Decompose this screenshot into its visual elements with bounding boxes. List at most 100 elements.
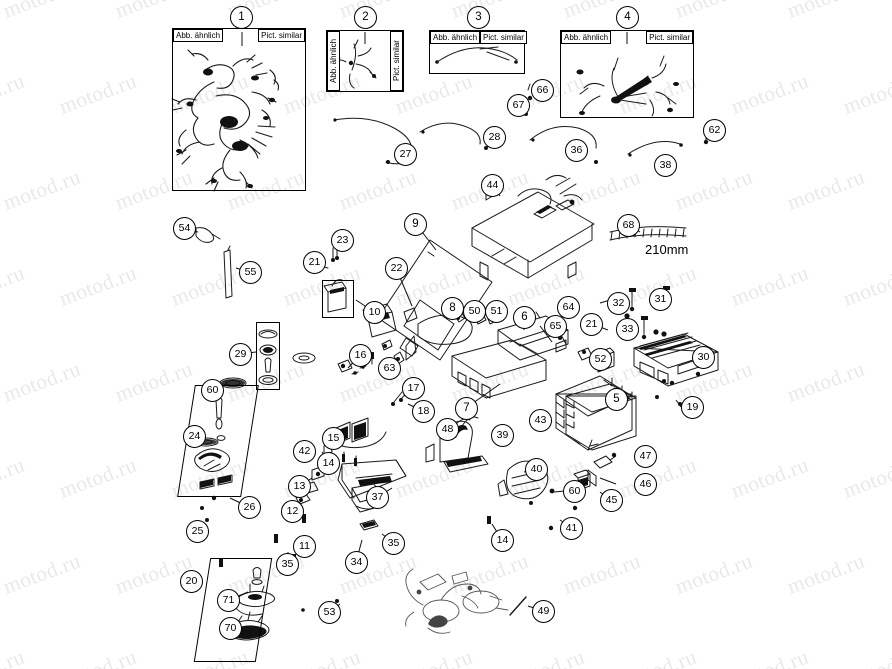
- callout-41[interactable]: 41: [560, 517, 583, 540]
- callout-26[interactable]: 26: [238, 496, 261, 519]
- callout-22[interactable]: 22: [385, 257, 408, 280]
- callout-29[interactable]: 29: [229, 343, 252, 366]
- art-harness-main: [171, 49, 280, 192]
- callout-42[interactable]: 42: [293, 440, 316, 463]
- dimension-label: 210mm: [645, 242, 689, 257]
- callout-65[interactable]: 65: [544, 315, 567, 338]
- art-part-49: [405, 568, 509, 634]
- group-29: [256, 322, 280, 390]
- callout-31[interactable]: 31: [649, 288, 672, 311]
- callout-21[interactable]: 21: [580, 313, 603, 336]
- callout-8[interactable]: 8: [441, 297, 464, 320]
- callout-30[interactable]: 30: [692, 346, 715, 369]
- callout-19[interactable]: 19: [681, 396, 704, 419]
- panel-label-de: Abb. ähnlich: [430, 31, 481, 44]
- callout-53[interactable]: 53: [318, 601, 341, 624]
- callout-40[interactable]: 40: [525, 458, 548, 481]
- callout-6[interactable]: 6: [513, 306, 536, 329]
- detail-panel-1: Abb. ähnlich Pict. similar: [172, 28, 306, 191]
- callout-25[interactable]: 25: [186, 520, 209, 543]
- callout-38[interactable]: 38: [654, 154, 677, 177]
- callout-34[interactable]: 34: [345, 551, 368, 574]
- callout-60[interactable]: 60: [201, 379, 224, 402]
- callout-13[interactable]: 13: [288, 475, 311, 498]
- callout-50[interactable]: 50: [463, 300, 486, 323]
- callout-4[interactable]: 4: [616, 6, 639, 29]
- callout-71[interactable]: 71: [217, 589, 240, 612]
- callout-12[interactable]: 12: [281, 500, 304, 523]
- callout-21[interactable]: 21: [303, 251, 326, 274]
- callout-11[interactable]: 11: [293, 535, 316, 558]
- panel-label-de: Abb. ähnlich: [561, 31, 612, 44]
- callout-10[interactable]: 10: [363, 301, 386, 324]
- callout-68[interactable]: 68: [617, 214, 640, 237]
- callout-45[interactable]: 45: [600, 489, 623, 512]
- panel-label-en: Pict. similar: [390, 31, 403, 91]
- callout-37[interactable]: 37: [366, 486, 389, 509]
- callout-2[interactable]: 2: [354, 6, 377, 29]
- callout-14[interactable]: 14: [317, 452, 340, 475]
- callout-64[interactable]: 64: [557, 296, 580, 319]
- callout-67[interactable]: 67: [507, 94, 530, 117]
- art-group-29: [258, 329, 278, 385]
- callout-27[interactable]: 27: [394, 143, 417, 166]
- callout-17[interactable]: 17: [402, 377, 425, 400]
- group-10: [322, 280, 354, 318]
- callout-3[interactable]: 3: [467, 6, 490, 29]
- art-small-hardware: [337, 339, 411, 406]
- detail-panel-4: Abb. ähnlich Pict. similar: [560, 30, 694, 118]
- art-screws-41-14: [487, 501, 578, 531]
- art-cable3: [435, 46, 518, 64]
- callout-18[interactable]: 18: [412, 400, 435, 423]
- art-part-54: [195, 227, 221, 243]
- panel-label-en: Pict. similar: [646, 31, 693, 44]
- callout-35[interactable]: 35: [276, 553, 299, 576]
- callout-33[interactable]: 33: [616, 318, 639, 341]
- callout-20[interactable]: 20: [180, 570, 203, 593]
- art-part-7: [451, 339, 547, 399]
- callout-5[interactable]: 5: [605, 388, 628, 411]
- panel-label-de: Abb. ähnlich: [173, 29, 224, 42]
- callout-46[interactable]: 46: [634, 473, 657, 496]
- callout-35[interactable]: 35: [382, 532, 405, 555]
- callout-16[interactable]: 16: [349, 344, 372, 367]
- art-part-9: [377, 239, 493, 361]
- panel-label-de: Abb. ähnlich: [327, 31, 340, 91]
- callout-32[interactable]: 32: [607, 292, 630, 315]
- callout-70[interactable]: 70: [219, 617, 242, 640]
- art-group-24: [193, 396, 233, 490]
- callout-7[interactable]: 7: [455, 397, 478, 420]
- callout-54[interactable]: 54: [173, 217, 196, 240]
- art-part-37: [337, 459, 407, 499]
- panel-label-en: Pict. similar: [258, 29, 305, 42]
- callout-39[interactable]: 39: [491, 424, 514, 447]
- callout-49[interactable]: 49: [532, 600, 555, 623]
- callout-14[interactable]: 14: [491, 529, 514, 552]
- detail-panel-2: Abb. ähnlich Pict. similar: [326, 30, 404, 92]
- art-harness4: [576, 55, 679, 117]
- callout-51[interactable]: 51: [485, 300, 508, 323]
- callout-52[interactable]: 52: [589, 348, 612, 371]
- callout-23[interactable]: 23: [331, 229, 354, 252]
- callout-62[interactable]: 62: [703, 119, 726, 142]
- art-part-22: [403, 307, 418, 323]
- panel-label-en: Pict. similar: [480, 31, 527, 44]
- art-part-60-top: [292, 352, 316, 364]
- callout-24[interactable]: 24: [183, 425, 206, 448]
- callout-44[interactable]: 44: [481, 174, 504, 197]
- callout-1[interactable]: 1: [230, 6, 253, 29]
- callout-63[interactable]: 63: [378, 357, 401, 380]
- callout-36[interactable]: 36: [565, 139, 588, 162]
- callout-15[interactable]: 15: [322, 427, 345, 450]
- callout-28[interactable]: 28: [483, 126, 506, 149]
- callout-55[interactable]: 55: [239, 261, 262, 284]
- callout-60[interactable]: 60: [563, 480, 586, 503]
- callout-43[interactable]: 43: [529, 409, 552, 432]
- callout-9[interactable]: 9: [404, 213, 427, 236]
- callout-48[interactable]: 48: [436, 418, 459, 441]
- callout-66[interactable]: 66: [531, 79, 554, 102]
- callout-47[interactable]: 47: [634, 445, 657, 468]
